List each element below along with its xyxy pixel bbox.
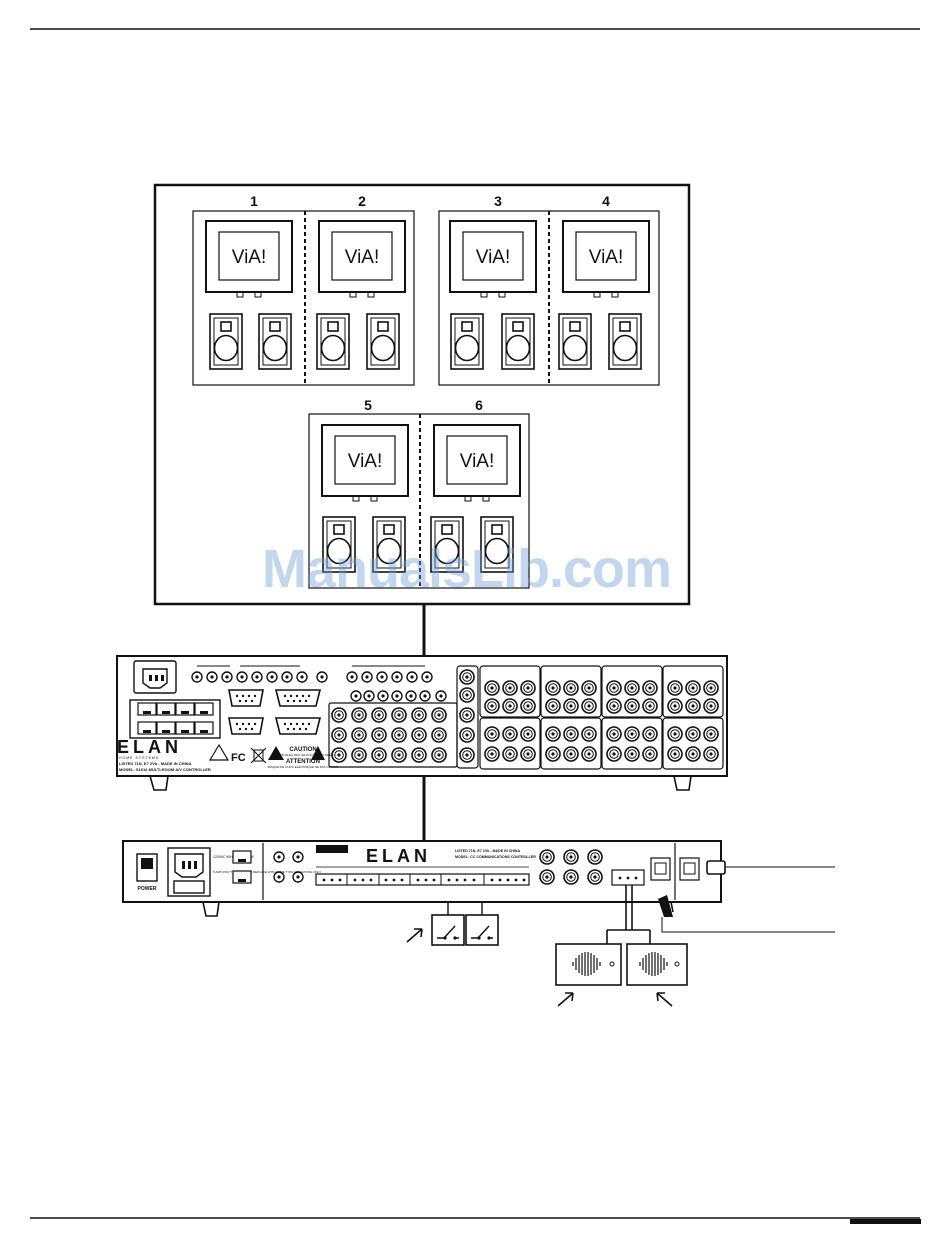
caution-title: CAUTION <box>289 747 316 753</box>
pointer-arrow-icon <box>406 928 423 943</box>
room-label: 2 <box>358 193 366 209</box>
contact-switches <box>431 902 499 946</box>
speaker <box>258 313 292 370</box>
via-logo: ViA! <box>348 451 383 472</box>
fcc-mark-icon: FC <box>231 752 246 764</box>
phone-plug <box>658 895 673 917</box>
weee-bin-icon <box>250 747 267 764</box>
shock-warning-icon <box>268 746 284 760</box>
ccc-controller: POWER 120VAC 60Hz 500mA 60W 5 AMP 250V T… <box>122 840 726 917</box>
caution-triangle-icon <box>311 746 325 760</box>
speaker <box>209 313 243 370</box>
attention-title: ATTENTION <box>286 759 320 765</box>
via-logo: ViA! <box>476 247 511 268</box>
power-switch <box>136 853 158 882</box>
callout-line <box>661 917 835 933</box>
via-logo: ViA! <box>232 247 267 268</box>
room-label: 6 <box>475 397 483 413</box>
intercom-speaker <box>626 943 688 986</box>
speaker <box>316 313 350 370</box>
via-logo: ViA! <box>589 247 624 268</box>
caution-body: RISK OF ELECTRIC SHOCK DO NOT OPEN <box>273 753 334 757</box>
s1616-controller: ELAN HOME SYSTEMS LISTED 71N, E7 2Vb - M… <box>116 655 728 791</box>
s1616-model: MODEL: S1616 MULTI-ROOM A/V CONTROLLER <box>119 767 211 772</box>
room-group-1-2 <box>192 210 415 386</box>
speaker <box>501 313 535 370</box>
power-label: POWER <box>138 886 157 892</box>
via-logo: ViA! <box>345 247 380 268</box>
page-tab-marker <box>850 1219 921 1224</box>
pointer-arrow-icon <box>557 992 574 1007</box>
speaker <box>366 313 400 370</box>
speaker <box>558 313 592 370</box>
room-label: 5 <box>364 397 372 413</box>
attention-body: RISQUE DE CHOC ELECTRIQUE NE PAS OUVRIR <box>268 765 339 769</box>
ccc-model: MODEL: CC COMMUNICATIONS CONTROLLER <box>455 855 536 859</box>
speaker <box>450 313 484 370</box>
intercom-wiring <box>606 885 651 944</box>
room-label: 3 <box>494 193 502 209</box>
room-label: 4 <box>602 193 610 209</box>
rooms-frame <box>153 183 691 606</box>
cert-triangle-icon <box>208 743 230 761</box>
via-logo: ViA! <box>460 451 495 472</box>
pointer-arrow-icon <box>656 992 673 1007</box>
room-label: 1 <box>250 193 258 209</box>
elan-logo-ccc: ELAN <box>366 846 431 866</box>
elan-tagline: HOME SYSTEMS <box>119 756 159 760</box>
speaker <box>608 313 642 370</box>
s1616-listing: LISTED 71N, E7 2Vb - MADE IN CHINA <box>119 761 192 766</box>
ccc-fuse-note: 5 AMP 250V TYPE SLO-BLO REPLACE WITH SAM… <box>213 870 321 874</box>
ccc-listing: LISTED 71N, E7 2Vb - MADE IN CHINA <box>455 849 521 853</box>
watermark: ManualsLib.com <box>262 539 672 599</box>
elan-logo: ELAN <box>117 737 182 757</box>
intercom-speaker <box>555 943 622 986</box>
